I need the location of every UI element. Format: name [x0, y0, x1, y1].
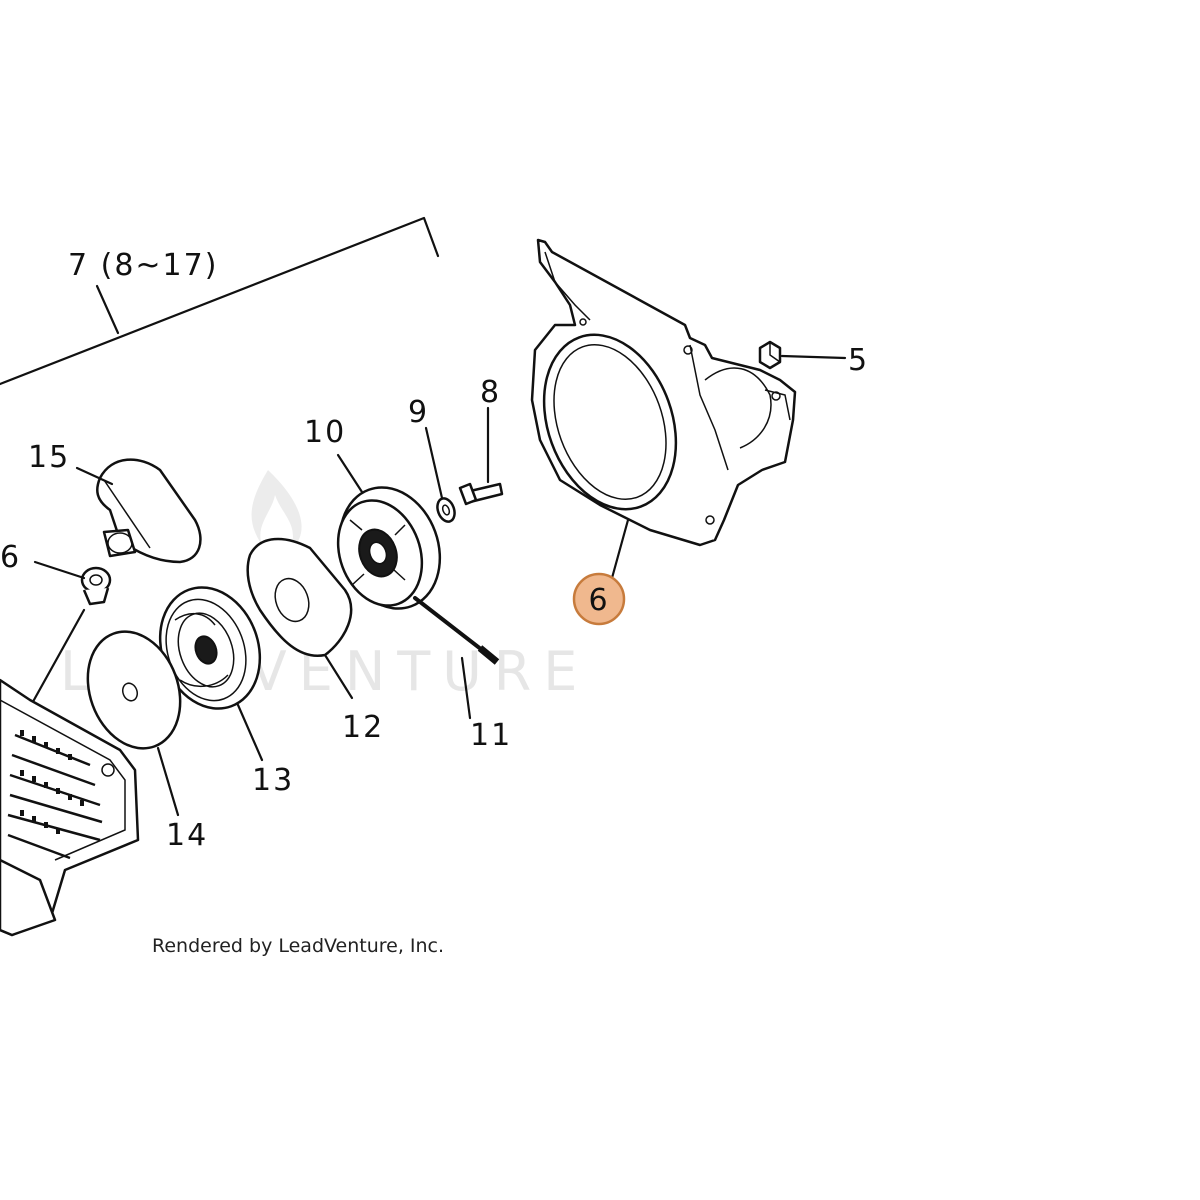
credit-text: Rendered by LeadVenture, Inc.	[152, 935, 444, 957]
label-8[interactable]: 8	[480, 375, 501, 410]
part-bolt[interactable]	[458, 482, 504, 506]
assembly-bracket	[0, 216, 440, 386]
part-handle[interactable]	[96, 458, 202, 564]
watermark-flame-icon	[251, 470, 302, 550]
label-10[interactable]: 10	[304, 415, 346, 450]
part-starter-housing[interactable]	[521, 238, 797, 547]
highlight-circle	[572, 572, 626, 626]
highlight-callout-6[interactable]: 6	[572, 572, 626, 626]
label-9[interactable]: 9	[408, 395, 429, 430]
label-5[interactable]: 5	[848, 343, 869, 378]
part-grommet[interactable]	[80, 566, 112, 606]
label-15[interactable]: 15	[28, 440, 70, 475]
part-nut[interactable]	[758, 340, 782, 370]
label-6-highlight[interactable]: 6	[588, 583, 609, 618]
label-6-left[interactable]: 6	[0, 540, 21, 575]
part-spring-plate[interactable]	[246, 537, 353, 658]
label-12[interactable]: 12	[342, 710, 384, 745]
label-14[interactable]: 14	[166, 818, 208, 853]
part-spring-cassette[interactable]	[144, 573, 277, 722]
label-assembly: 7 (8~17)	[68, 248, 218, 283]
part-reel[interactable]	[324, 473, 457, 622]
engine-shroud	[0, 678, 140, 937]
part-disc[interactable]	[72, 619, 196, 762]
part-washer[interactable]	[434, 496, 457, 524]
label-11[interactable]: 11	[470, 718, 512, 753]
part-rope[interactable]	[413, 596, 500, 665]
label-13[interactable]: 13	[252, 763, 294, 798]
